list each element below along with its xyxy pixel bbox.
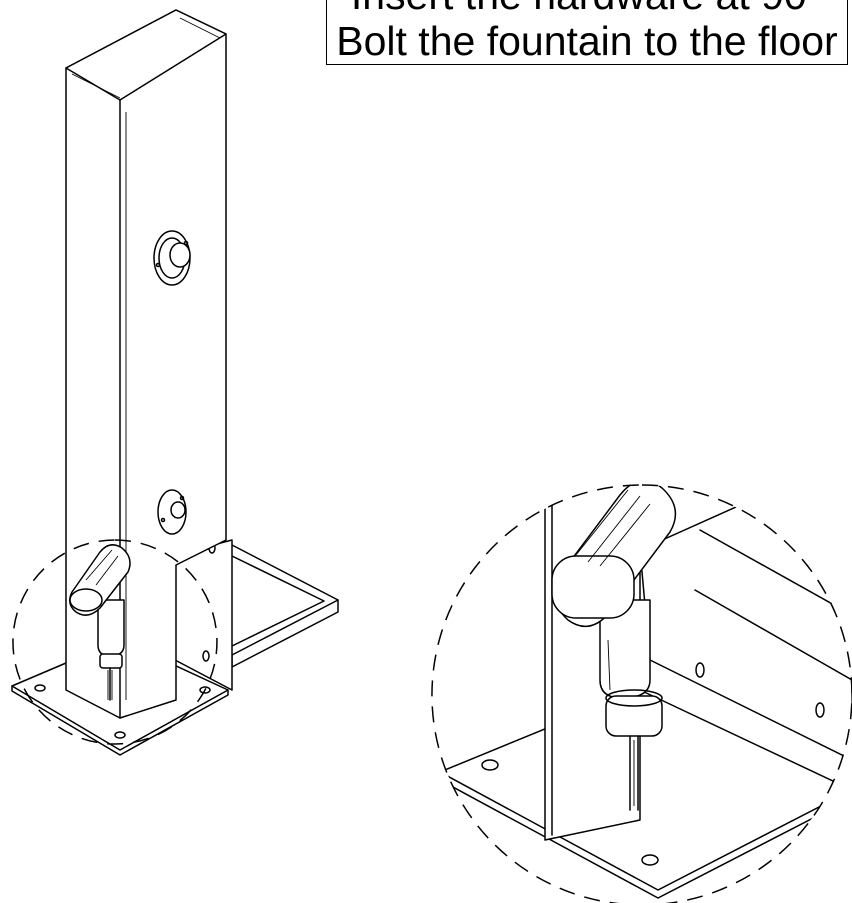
main-view bbox=[11, 9, 339, 756]
push-button-lower bbox=[157, 489, 187, 535]
bottle-filler-spout bbox=[69, 544, 131, 701]
push-button-upper bbox=[153, 230, 191, 286]
caption-main-line: Bolt the fountain to the floor bbox=[336, 18, 838, 64]
detail-view bbox=[431, 484, 852, 903]
detail-outline-circle bbox=[431, 484, 852, 903]
instruction-caption-box: Insert the hardware at 90° Bolt the foun… bbox=[326, 0, 848, 65]
floor-bracket bbox=[129, 539, 339, 691]
caption-cut-line: Insert the hardware at 90° bbox=[327, 0, 847, 17]
detail-callout-circle bbox=[12, 539, 218, 745]
